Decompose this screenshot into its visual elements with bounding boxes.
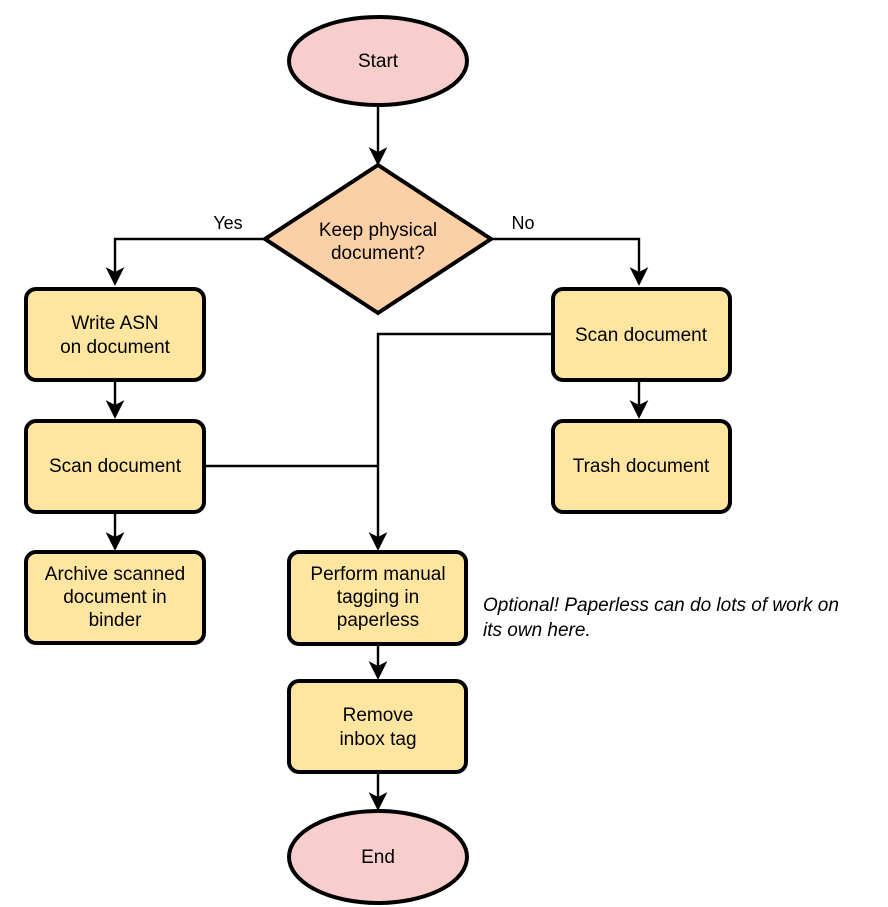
decision-label-line2: document? [331, 243, 425, 264]
edge-decision-no-to-scan-right [491, 237, 649, 286]
node-scan-document-right[interactable]: Scan document [551, 287, 732, 382]
tagging-label-line2: tagging in [337, 587, 419, 608]
scan-document-right-label: Scan document [575, 325, 708, 346]
node-decision-keep-physical-document[interactable]: Keep physical document? [261, 162, 495, 316]
node-scan-document-left[interactable]: Scan document [24, 419, 206, 514]
trash-document-box-shape [551, 419, 732, 514]
annotation-line1: Optional! Paperless can do lots of work … [483, 595, 839, 616]
remove-inbox-label-line1: Remove [343, 705, 414, 726]
scan-document-right-box-shape [551, 287, 732, 382]
write-asn-box-shape [24, 287, 206, 382]
scan-document-left-box-shape [24, 419, 206, 514]
edge-label-no: No [511, 213, 534, 233]
annotation-line2: its own here. [483, 620, 591, 641]
start-ellipse-shape [287, 15, 469, 107]
write-asn-label-line2: on document [60, 337, 171, 358]
node-perform-manual-tagging[interactable]: Perform manual tagging in paperless [287, 550, 468, 646]
trash-document-label: Trash document [573, 456, 710, 477]
edge-decision-yes-to-write-asn [105, 237, 265, 286]
tagging-box-shape [287, 550, 468, 646]
write-asn-label-line1: Write ASN [71, 313, 158, 334]
end-label: End [361, 847, 395, 868]
node-start[interactable]: Start [287, 15, 469, 107]
decision-label-line1: Keep physical [319, 220, 437, 241]
archive-label-line3: binder [89, 610, 142, 631]
node-archive-scanned-document[interactable]: Archive scanned document in binder [24, 550, 206, 645]
end-ellipse-shape [287, 809, 469, 905]
remove-inbox-label-line2: inbox tag [339, 729, 416, 750]
node-write-asn-on-document[interactable]: Write ASN on document [24, 287, 206, 382]
node-remove-inbox-tag[interactable]: Remove inbox tag [287, 679, 468, 774]
edge-label-yes: Yes [213, 213, 242, 233]
start-label: Start [358, 51, 399, 72]
archive-label-line1: Archive scanned [45, 564, 185, 585]
archive-label-line2: document in [63, 587, 167, 608]
decision-diamond-shape [261, 162, 495, 316]
node-end[interactable]: End [287, 809, 469, 905]
connector-layer [105, 104, 649, 811]
annotation-optional-note: Optional! Paperless can do lots of work … [483, 595, 839, 641]
edge-scan-right-to-tagging [368, 332, 553, 551]
node-trash-document[interactable]: Trash document [551, 419, 732, 514]
archive-box-shape [24, 550, 206, 645]
tagging-label-line1: Perform manual [310, 564, 445, 585]
tagging-label-line3: paperless [337, 610, 419, 631]
scan-document-left-label: Scan document [49, 456, 182, 477]
remove-inbox-tag-box-shape [287, 679, 468, 774]
